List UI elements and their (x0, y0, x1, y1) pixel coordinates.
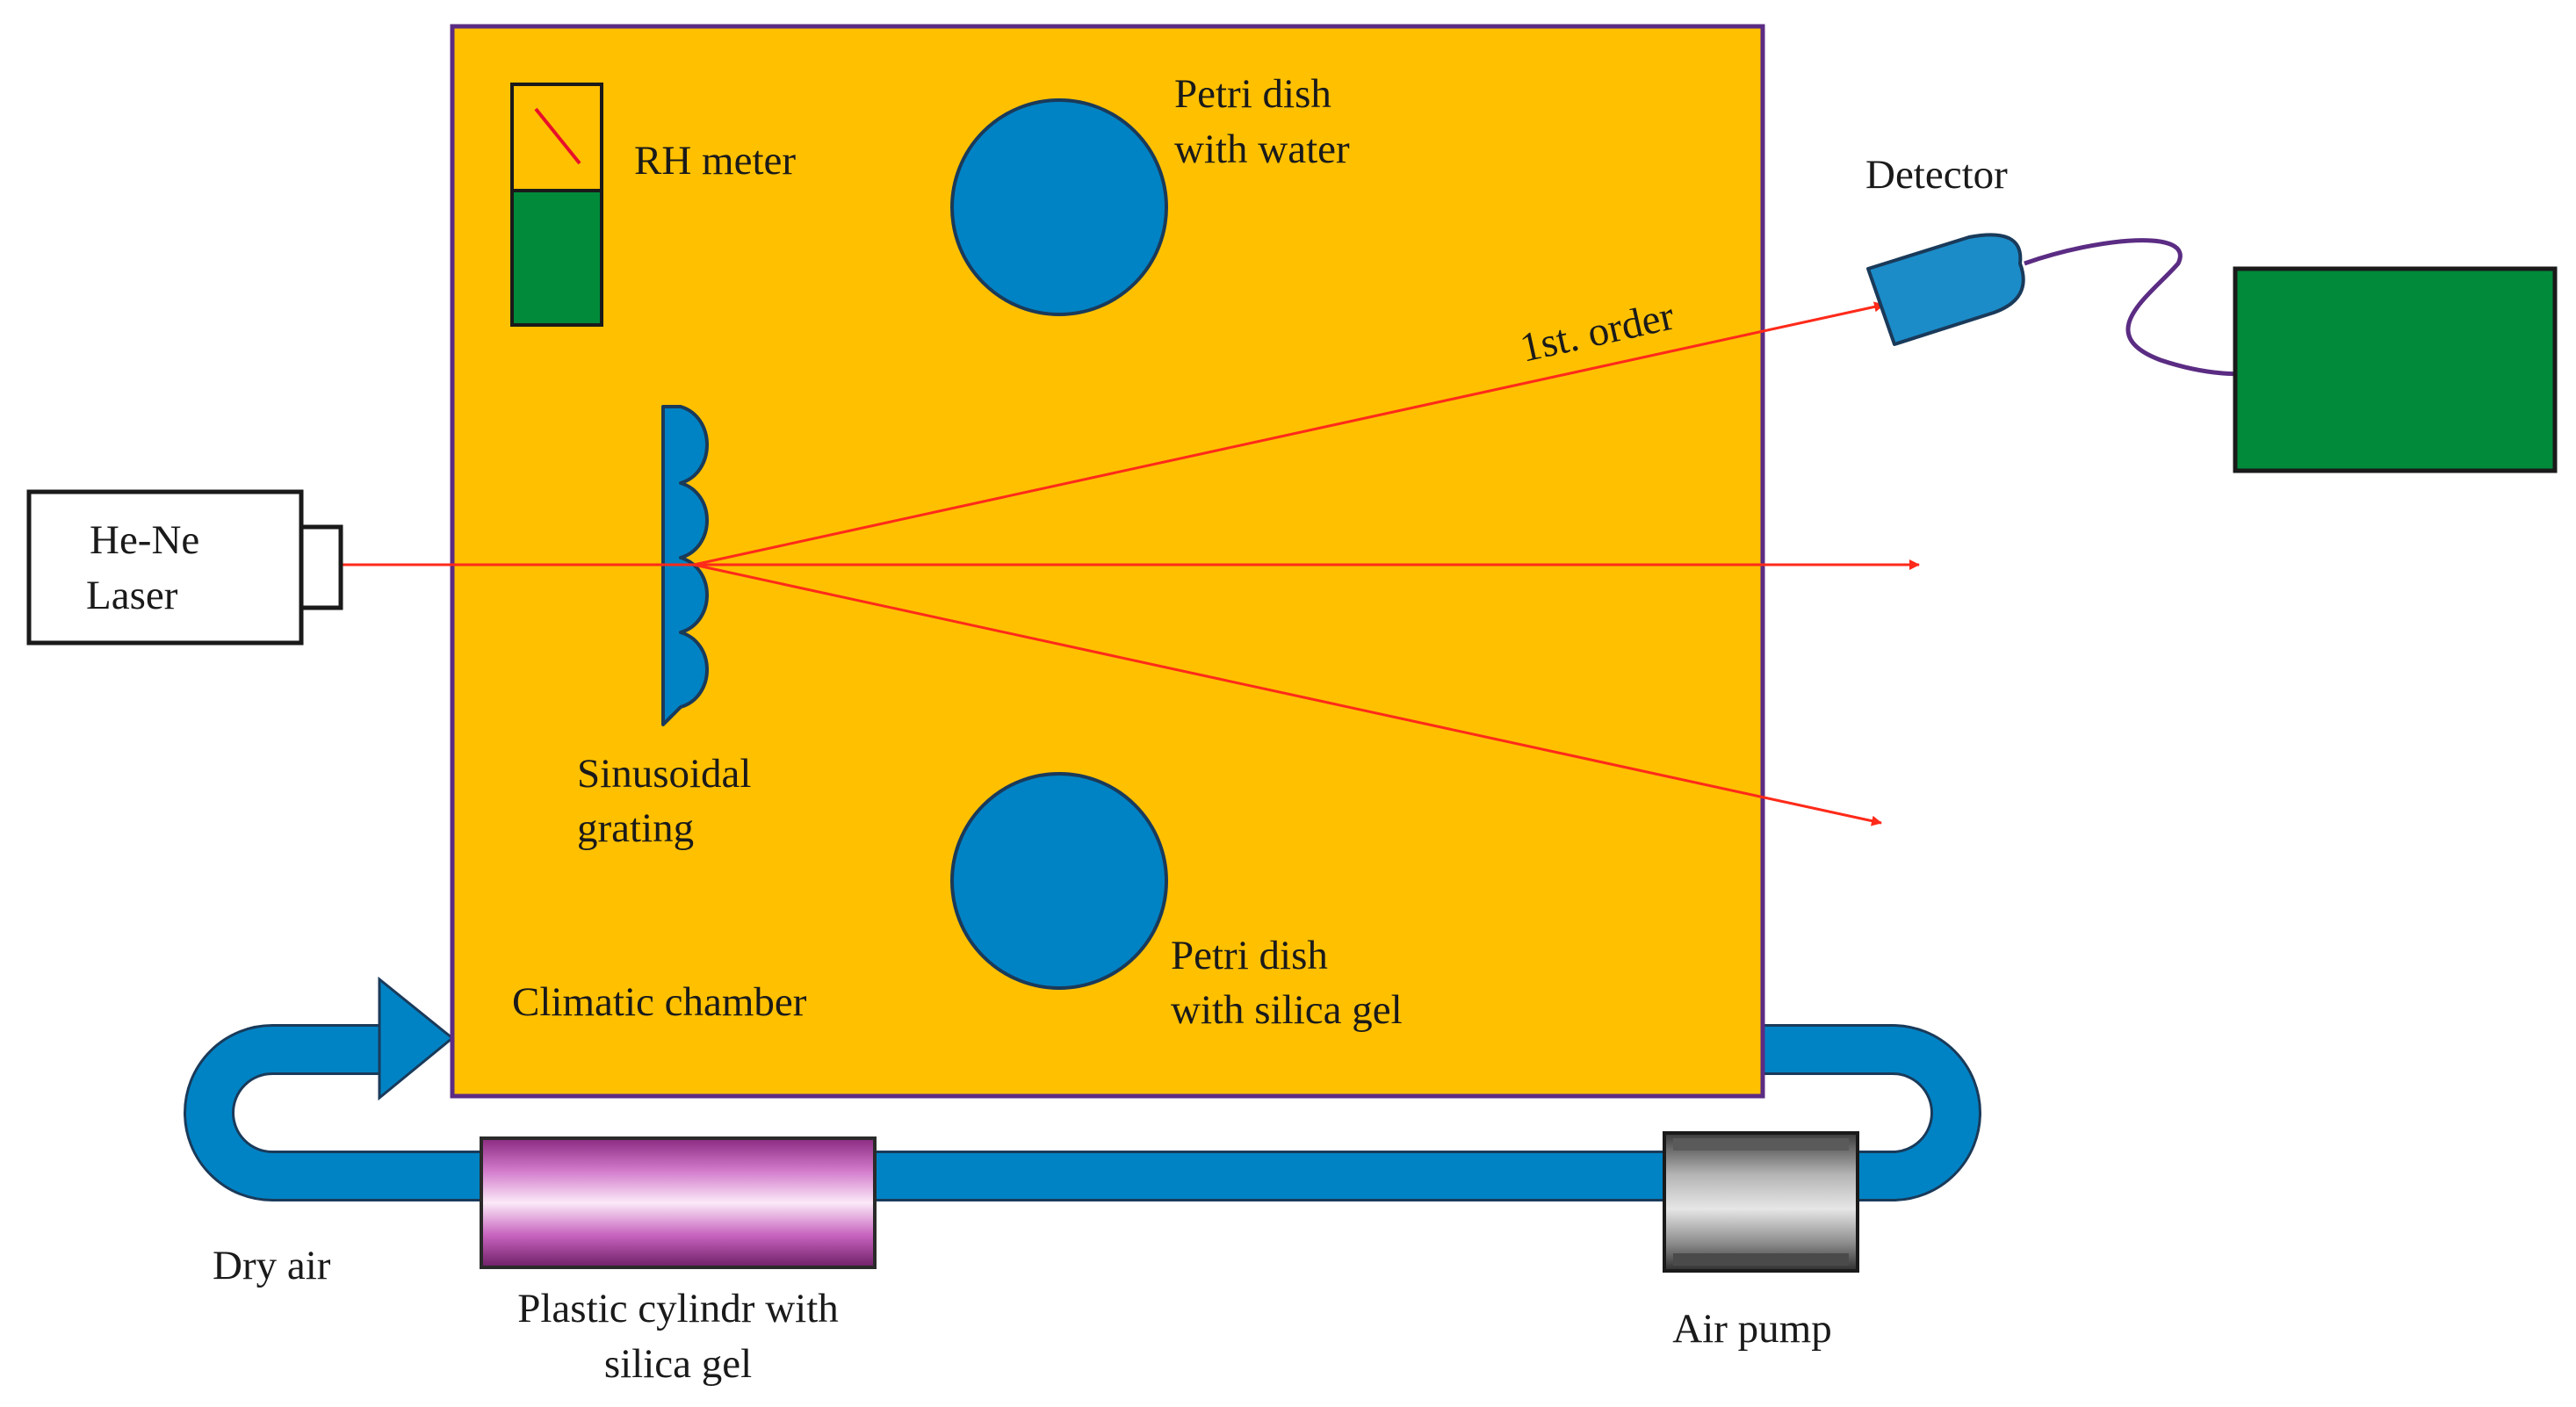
first-order-beam (693, 301, 1885, 566)
rh-meter-label: RH meter (634, 138, 796, 184)
detector-icon (1866, 233, 2240, 377)
petri-dish-water (950, 98, 1168, 316)
cylinder-label-line1: Plastic cylindr with (517, 1286, 839, 1331)
petri-silica-label-line1: Petri dish (1171, 933, 1328, 978)
tube (186, 1027, 1979, 1199)
grating-label-line1: Sinusoidal (577, 751, 751, 797)
grating-label-line2: grating (577, 805, 694, 851)
dry-air-label: Dry air (213, 1243, 331, 1288)
flow-arrow-icon (378, 976, 455, 1101)
silica-gel-cylinder (480, 1136, 877, 1269)
chamber-label: Climatic chamber (512, 979, 807, 1025)
laser-body (26, 489, 304, 646)
readout-box (2233, 266, 2558, 473)
rh-needle (534, 107, 581, 165)
petri-silica-label-line2: with silica gel (1171, 987, 1403, 1033)
minus-first-order-beam (693, 563, 1882, 826)
detector-cable (2024, 238, 2240, 377)
air-pump-label: Air pump (1672, 1306, 1831, 1352)
petri-water-label-line1: Petri dish (1174, 71, 1331, 117)
petri-dish-silica-gel (950, 772, 1168, 990)
laser-icon (26, 489, 343, 646)
laser-label-line1: He-Ne (90, 517, 199, 563)
detector-body (1866, 233, 2025, 346)
cylinder-label-line2: silica gel (604, 1341, 752, 1387)
rh-meter-display (510, 189, 603, 327)
laser-beams (341, 301, 1920, 826)
gauge-icon (510, 83, 603, 327)
laser-label-line2: Laser (86, 573, 178, 618)
petri-water-label-line2: with water (1174, 126, 1350, 172)
air-pump (1663, 1131, 1859, 1273)
air-tube-loop (184, 976, 1981, 1201)
detector-label: Detector (1865, 152, 2008, 198)
laser-aperture (299, 524, 343, 610)
pump-icon (1663, 1131, 1859, 1273)
